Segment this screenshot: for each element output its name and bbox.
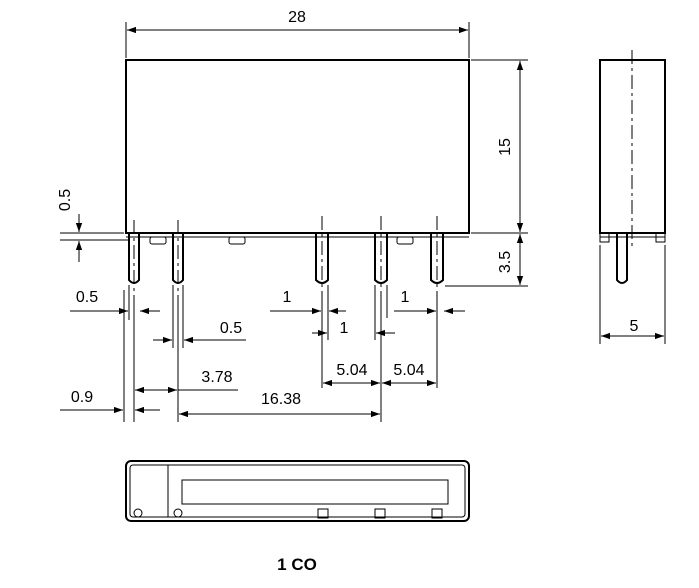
pin-width-label-mid: 0.5 xyxy=(220,320,242,337)
pitch-small-mid-label: 1 xyxy=(340,320,349,337)
top-pin-pad xyxy=(317,508,329,519)
depth-label: 5 xyxy=(630,318,639,335)
pin-length-label: 3.5 xyxy=(497,251,514,273)
pin xyxy=(128,220,140,296)
side-tab-right xyxy=(655,232,666,243)
standoff-label: 0.5 xyxy=(57,189,74,211)
pin xyxy=(315,216,329,296)
pin xyxy=(172,220,184,296)
top-pin-pad xyxy=(431,508,443,519)
front-view: 28 15 3.5 0.5 0.5 0.5 xyxy=(57,9,528,422)
top-inner-outline xyxy=(129,464,466,518)
width-label: 28 xyxy=(288,9,306,26)
side-tab-left xyxy=(599,232,610,243)
top-window xyxy=(181,479,449,505)
height-label: 15 xyxy=(497,138,514,156)
side-pin xyxy=(616,233,628,284)
pitch-a-label: 5.04 xyxy=(336,362,367,379)
pitch-small-left-label: 1 xyxy=(283,289,292,306)
pitch-b-label: 5.04 xyxy=(393,362,424,379)
top-view xyxy=(125,460,470,522)
base-tab xyxy=(396,236,414,245)
top-pin-hole xyxy=(173,508,183,518)
offset-a-label: 3.78 xyxy=(201,369,232,386)
pitch-small-right-label: 1 xyxy=(401,289,410,306)
base-tab xyxy=(149,236,167,245)
side-view: 5 xyxy=(599,50,666,344)
edge-offset-label: 0.9 xyxy=(71,389,93,406)
pin xyxy=(430,216,444,296)
caption: 1 CO xyxy=(277,555,317,574)
top-body-outline xyxy=(125,460,470,522)
base-tab xyxy=(228,236,246,245)
top-pin-pad xyxy=(374,508,386,519)
relay-body-outline xyxy=(125,59,470,234)
offset-b-label: 16.38 xyxy=(261,391,301,408)
top-pin-hole xyxy=(133,508,143,518)
pin-width-label-left: 0.5 xyxy=(76,289,98,306)
pin xyxy=(374,216,388,296)
